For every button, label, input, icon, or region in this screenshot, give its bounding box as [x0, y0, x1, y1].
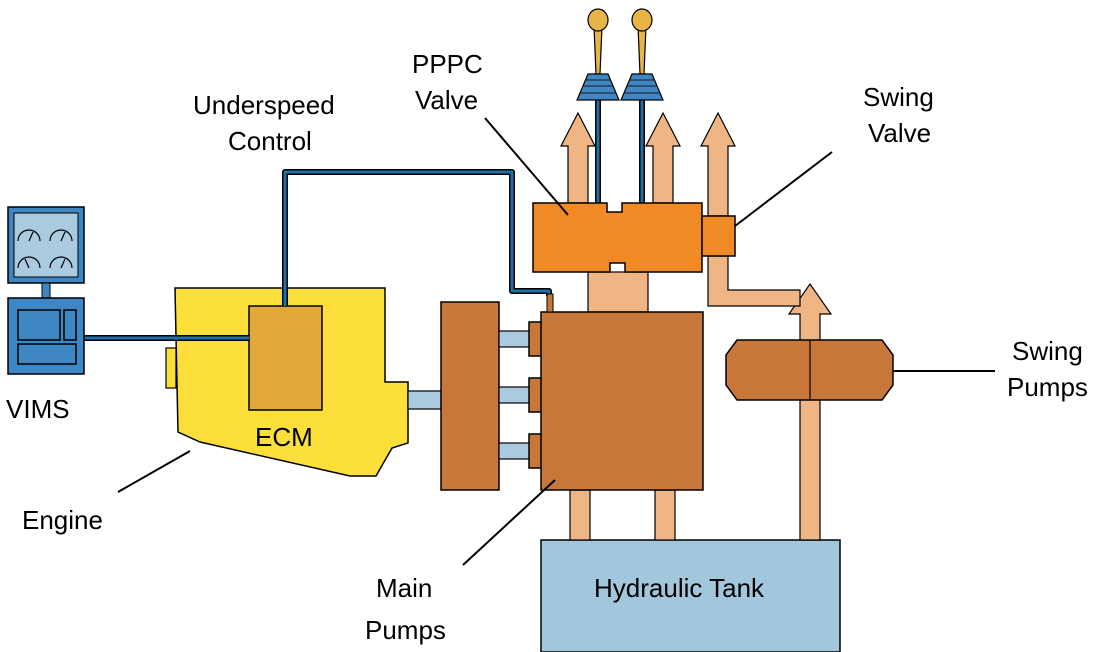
swing-valve-label-line2: Valve	[868, 118, 931, 148]
hydraulic-tank-label: Hydraulic Tank	[594, 573, 765, 603]
coupling-upper	[498, 330, 532, 348]
vims-display-side-panel	[63, 309, 77, 341]
valve-output-arrow-2	[645, 111, 681, 204]
joystick-left-knob	[587, 8, 609, 32]
pppc-valve-block	[532, 202, 703, 273]
valve-output-arrow-1	[560, 111, 596, 204]
engine-pump-coupling	[407, 390, 442, 410]
gauge-icon	[17, 229, 73, 269]
main-pumps-label-line2: Pumps	[365, 615, 446, 645]
pppc-leader	[484, 117, 569, 216]
underspeed-label-line1: Underspeed	[193, 90, 335, 120]
main-pump-body	[540, 311, 704, 491]
tank-to-swing-pump-flow-arrow	[787, 282, 833, 541]
engine-side-tab	[165, 347, 177, 389]
main-pump-couplings	[498, 330, 532, 460]
main-pump-to-valve-flow	[587, 271, 649, 313]
swing-pumps	[725, 339, 894, 401]
joystick-right-handle	[637, 25, 647, 75]
swing-valve-return-flow	[707, 255, 801, 307]
control-lines	[83, 100, 645, 341]
main-pumps-label-line1: Main	[376, 573, 432, 603]
joystick-left-boot	[576, 73, 620, 101]
valve-output-arrow-3	[700, 111, 736, 217]
coupling-middle	[498, 386, 532, 404]
tank-to-main-pump-flow-2	[654, 489, 676, 541]
ecm-box	[248, 305, 323, 411]
hydraulic-tank	[540, 539, 841, 652]
main-pumps	[528, 311, 704, 491]
engine-label: Engine	[22, 505, 103, 535]
joystick-left	[576, 8, 620, 101]
engine-leader	[117, 450, 191, 493]
vims-label: VIMS	[6, 394, 70, 424]
leader-lines	[117, 117, 995, 566]
joystick-right-knob	[631, 8, 653, 32]
vims-display-screen	[17, 309, 61, 341]
vims-unit	[7, 206, 85, 375]
pppc-label-line2: Valve	[415, 85, 478, 115]
pppc-label-line1: PPPC	[412, 49, 483, 79]
joystick-right	[620, 8, 664, 101]
swing-pumps-label-line2: Pumps	[1007, 372, 1088, 402]
main-pumps-leader	[462, 479, 556, 566]
underspeed-sensor	[546, 293, 554, 313]
vims-keypad	[17, 343, 77, 365]
coupling-lower	[498, 442, 532, 460]
swing-pumps-label-line1: Swing	[1012, 336, 1083, 366]
underspeed-control-line	[283, 170, 551, 306]
pump-drive	[440, 301, 500, 491]
swing-valve-label-line1: Swing	[863, 82, 934, 112]
underspeed-label-line2: Control	[228, 126, 312, 156]
oil-flow-lines	[560, 111, 833, 541]
tank-to-main-pump-flow-1	[569, 489, 591, 541]
ecm-label: ECM	[255, 422, 313, 452]
vims-gauge-screen	[13, 212, 79, 278]
joystick-left-handle	[593, 25, 603, 75]
swing-valve	[701, 215, 736, 257]
joystick-right-boot	[620, 73, 664, 101]
swing-valve-leader	[734, 151, 833, 227]
vims-connector	[41, 282, 51, 299]
